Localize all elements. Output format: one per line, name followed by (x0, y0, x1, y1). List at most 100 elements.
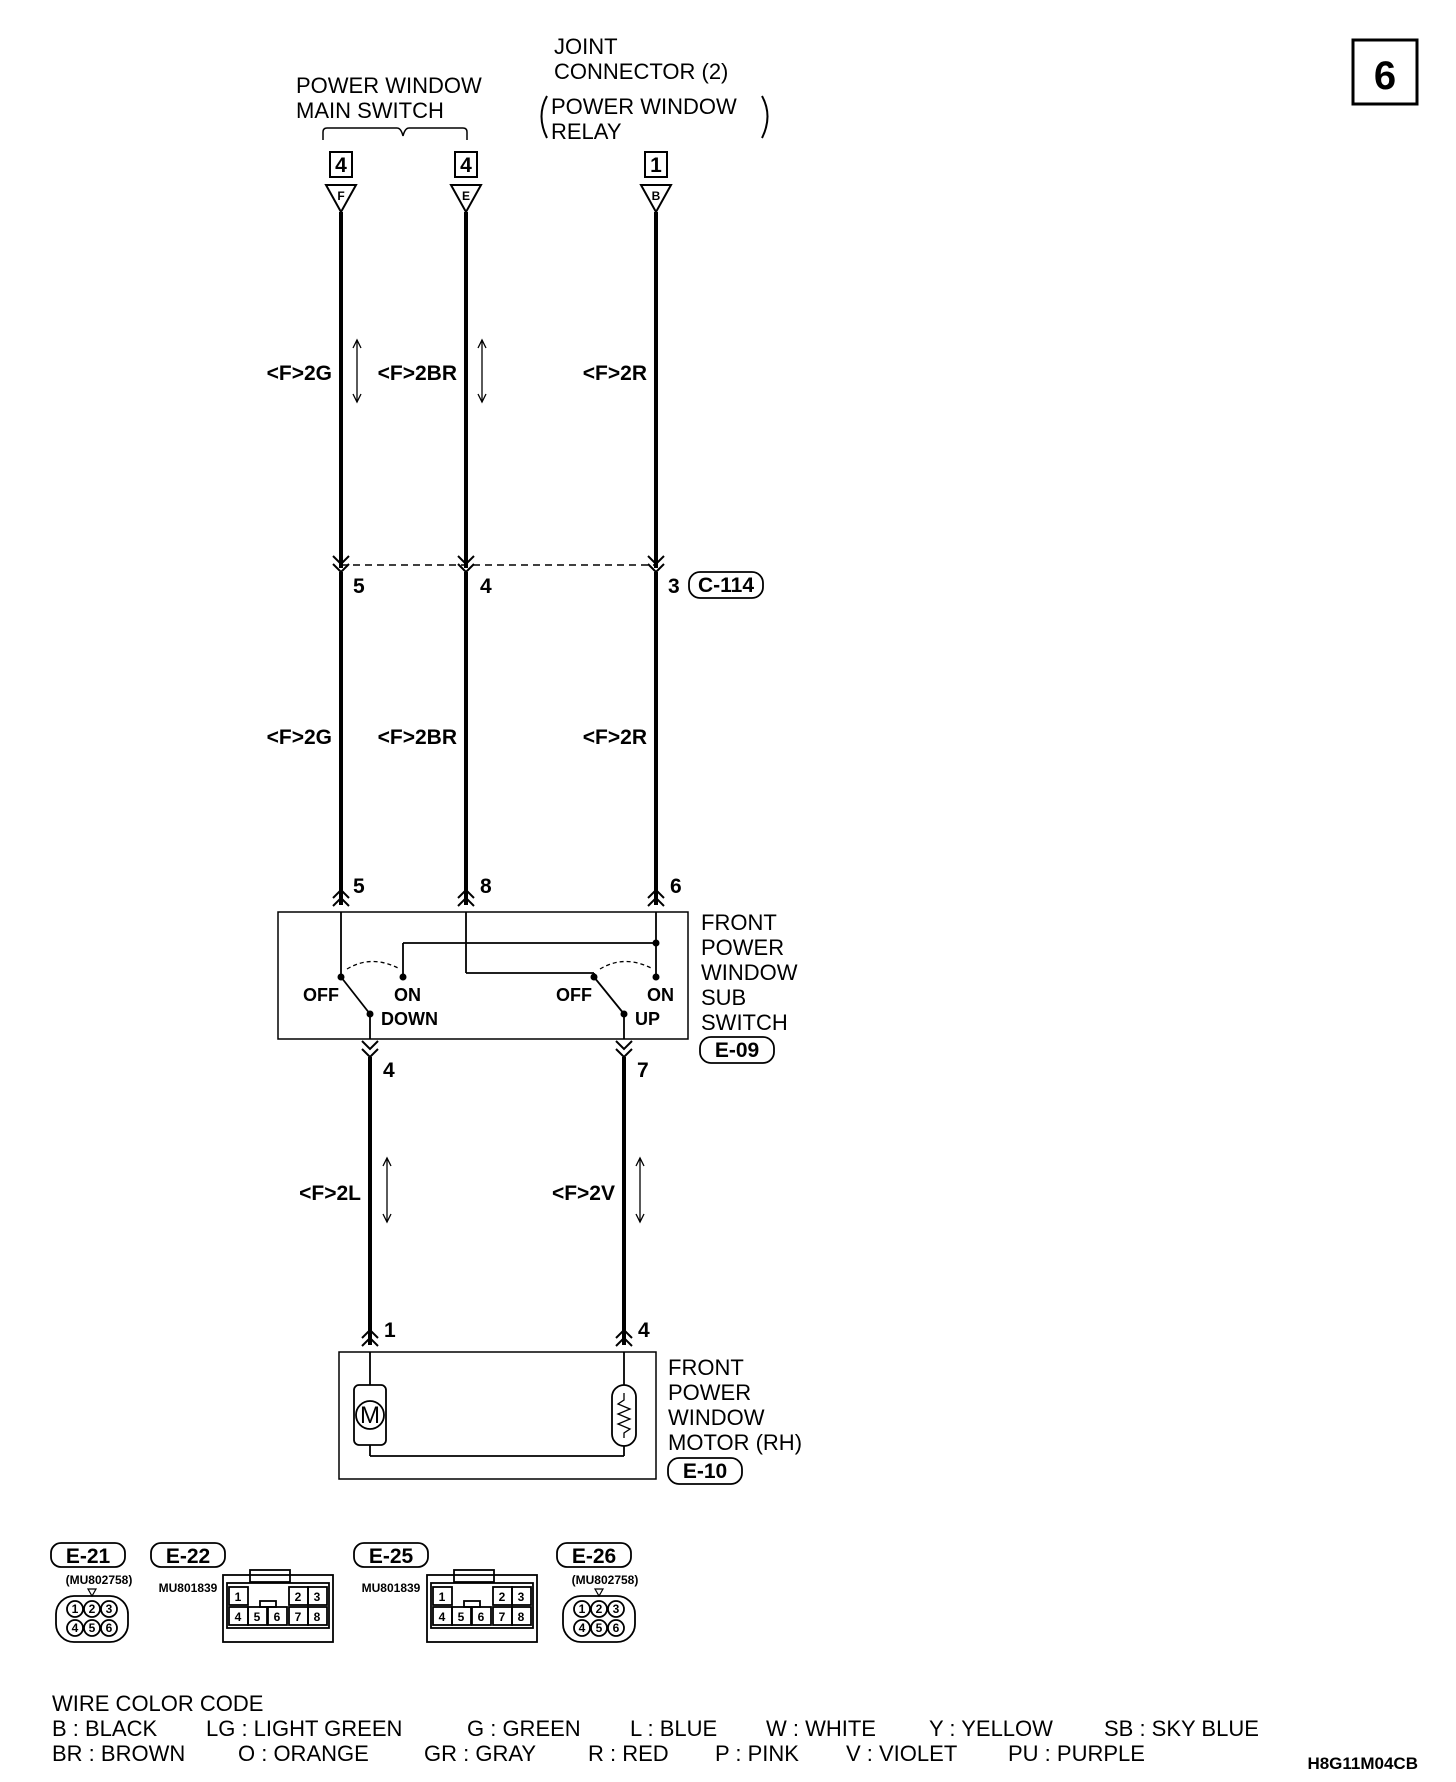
wire-color-v: V : VIOLET (846, 1741, 957, 1766)
wire-label-upper-2g: <F>2G (267, 362, 332, 385)
terminal-e (449, 151, 483, 215)
wire-label-upper-2r: <F>2R (583, 362, 647, 385)
wire-label-middle-2br: <F>2BR (378, 726, 457, 749)
right-switch-up: UP (635, 1009, 660, 1029)
svg-text:3: 3 (106, 1602, 113, 1616)
svg-text:1: 1 (72, 1602, 79, 1616)
svg-text:6: 6 (106, 1621, 113, 1635)
svg-text:4: 4 (235, 1610, 242, 1624)
svg-text:6: 6 (274, 1610, 281, 1624)
svg-text:3: 3 (613, 1602, 620, 1616)
svg-text:4: 4 (72, 1621, 79, 1635)
joint-paren-line2: RELAY (551, 119, 622, 144)
svg-text:8: 8 (518, 1610, 525, 1624)
motor-name-line1: FRONT (668, 1355, 744, 1380)
terminal-f-number: 4 (335, 154, 347, 177)
wire-label-middle-2r: <F>2R (583, 726, 647, 749)
e25-id: E-25 (369, 1545, 414, 1568)
sub-switch-name-line4: SUB (701, 985, 746, 1010)
motor-box (338, 1351, 657, 1480)
motor-symbol-m: M (360, 1402, 380, 1429)
e09-tag: E-09 (715, 1039, 759, 1062)
wire-color-p: P : PINK (715, 1741, 799, 1766)
wire-label-upper-2br: <F>2BR (378, 362, 457, 385)
sub-switch-top-chevrons (332, 888, 665, 907)
wire-color-lg: LG : LIGHT GREEN (206, 1716, 402, 1741)
e09-tag-box (699, 1036, 775, 1064)
svg-text:6: 6 (613, 1621, 620, 1635)
joint-left-paren (540, 95, 548, 139)
svg-text:5: 5 (596, 1621, 603, 1635)
e21-part: (MU802758) (66, 1573, 133, 1587)
joint-right-paren (761, 95, 769, 139)
terminal-f (324, 151, 358, 215)
main-switch-label-line2: MAIN SWITCH (296, 98, 444, 123)
wire-color-w: W : WHITE (766, 1716, 876, 1741)
c114-tag-box (688, 571, 764, 599)
svg-text:7: 7 (499, 1610, 506, 1624)
svg-text:5: 5 (254, 1610, 261, 1624)
sub-switch-name-line1: FRONT (701, 910, 777, 935)
e26-pin-numbers: 1 2 3 4 5 6 (579, 1602, 620, 1635)
joint-label-line1: JOINT (554, 34, 618, 59)
wire-label-2l: <F>2L (299, 1182, 361, 1205)
left-switch-down: DOWN (381, 1009, 438, 1029)
e25-part: MU801839 (362, 1581, 421, 1595)
e21-id: E-21 (66, 1545, 111, 1568)
sub-switch-pin-4: 4 (383, 1059, 395, 1082)
terminal-b (639, 151, 673, 215)
c114-pin-5: 5 (353, 575, 365, 598)
e22-tag-box (150, 1542, 226, 1568)
svg-text:1: 1 (439, 1590, 446, 1604)
wire-label-middle-2g: <F>2G (267, 726, 332, 749)
motor-pin-1: 1 (384, 1319, 396, 1342)
e10-tag: E-10 (683, 1460, 727, 1483)
wire-label-2v: <F>2V (552, 1182, 615, 1205)
e26-id: E-26 (572, 1545, 616, 1568)
sub-switch-internal-wiring (340, 912, 657, 1039)
c114-pin-3: 3 (668, 575, 680, 598)
wire-color-gr: GR : GRAY (424, 1741, 536, 1766)
sub-switch-name-line5: SWITCH (701, 1010, 788, 1035)
e26-part: (MU802758) (572, 1573, 639, 1587)
double-arrows (352, 338, 645, 1224)
figure-code: H8G11M04CB (1307, 1754, 1418, 1773)
sub-switch-contacts (337, 939, 660, 1018)
svg-text:2: 2 (295, 1590, 302, 1604)
sub-switch-pin-7: 7 (637, 1059, 649, 1082)
svg-text:6: 6 (478, 1610, 485, 1624)
sub-switch-name-line3: WINDOW (701, 960, 798, 985)
motor-name-line2: POWER (668, 1380, 751, 1405)
c114-chevrons (332, 555, 665, 574)
e25-pin-numbers: 1 2 3 4 5 6 7 8 (439, 1590, 525, 1624)
wire-color-br: BR : BROWN (52, 1741, 185, 1766)
e22-part: MU801839 (159, 1581, 218, 1595)
wire-color-g: G : GREEN (467, 1716, 581, 1741)
svg-text:4: 4 (579, 1621, 586, 1635)
wire-color-o: O : ORANGE (238, 1741, 369, 1766)
page-number: 6 (1374, 54, 1396, 98)
motor-name-line3: WINDOW (668, 1405, 765, 1430)
terminal-f-letter: F (337, 189, 344, 203)
e26-connector-face (562, 1588, 636, 1643)
svg-text:5: 5 (89, 1621, 96, 1635)
sub-switch-bottom-chevrons (361, 1040, 633, 1059)
svg-text:3: 3 (518, 1590, 525, 1604)
sub-switch-pin-8: 8 (480, 875, 492, 898)
terminal-b-number: 1 (650, 154, 662, 177)
e21-pin-numbers: 1 2 3 4 5 6 (72, 1602, 113, 1635)
svg-text:3: 3 (314, 1590, 321, 1604)
svg-text:4: 4 (439, 1610, 446, 1624)
wire-color-code-title: WIRE COLOR CODE (52, 1691, 263, 1716)
wire-color-l: L : BLUE (630, 1716, 717, 1741)
wire-color-pu: PU : PURPLE (1008, 1741, 1145, 1766)
joint-paren-line1: POWER WINDOW (551, 94, 737, 119)
svg-text:8: 8 (314, 1610, 321, 1624)
motor-pin-4: 4 (638, 1319, 650, 1342)
e10-tag-box (667, 1457, 743, 1485)
svg-text:1: 1 (579, 1602, 586, 1616)
svg-text:2: 2 (596, 1602, 603, 1616)
right-switch-off: OFF (556, 985, 592, 1005)
e21-connector-face (55, 1588, 129, 1643)
